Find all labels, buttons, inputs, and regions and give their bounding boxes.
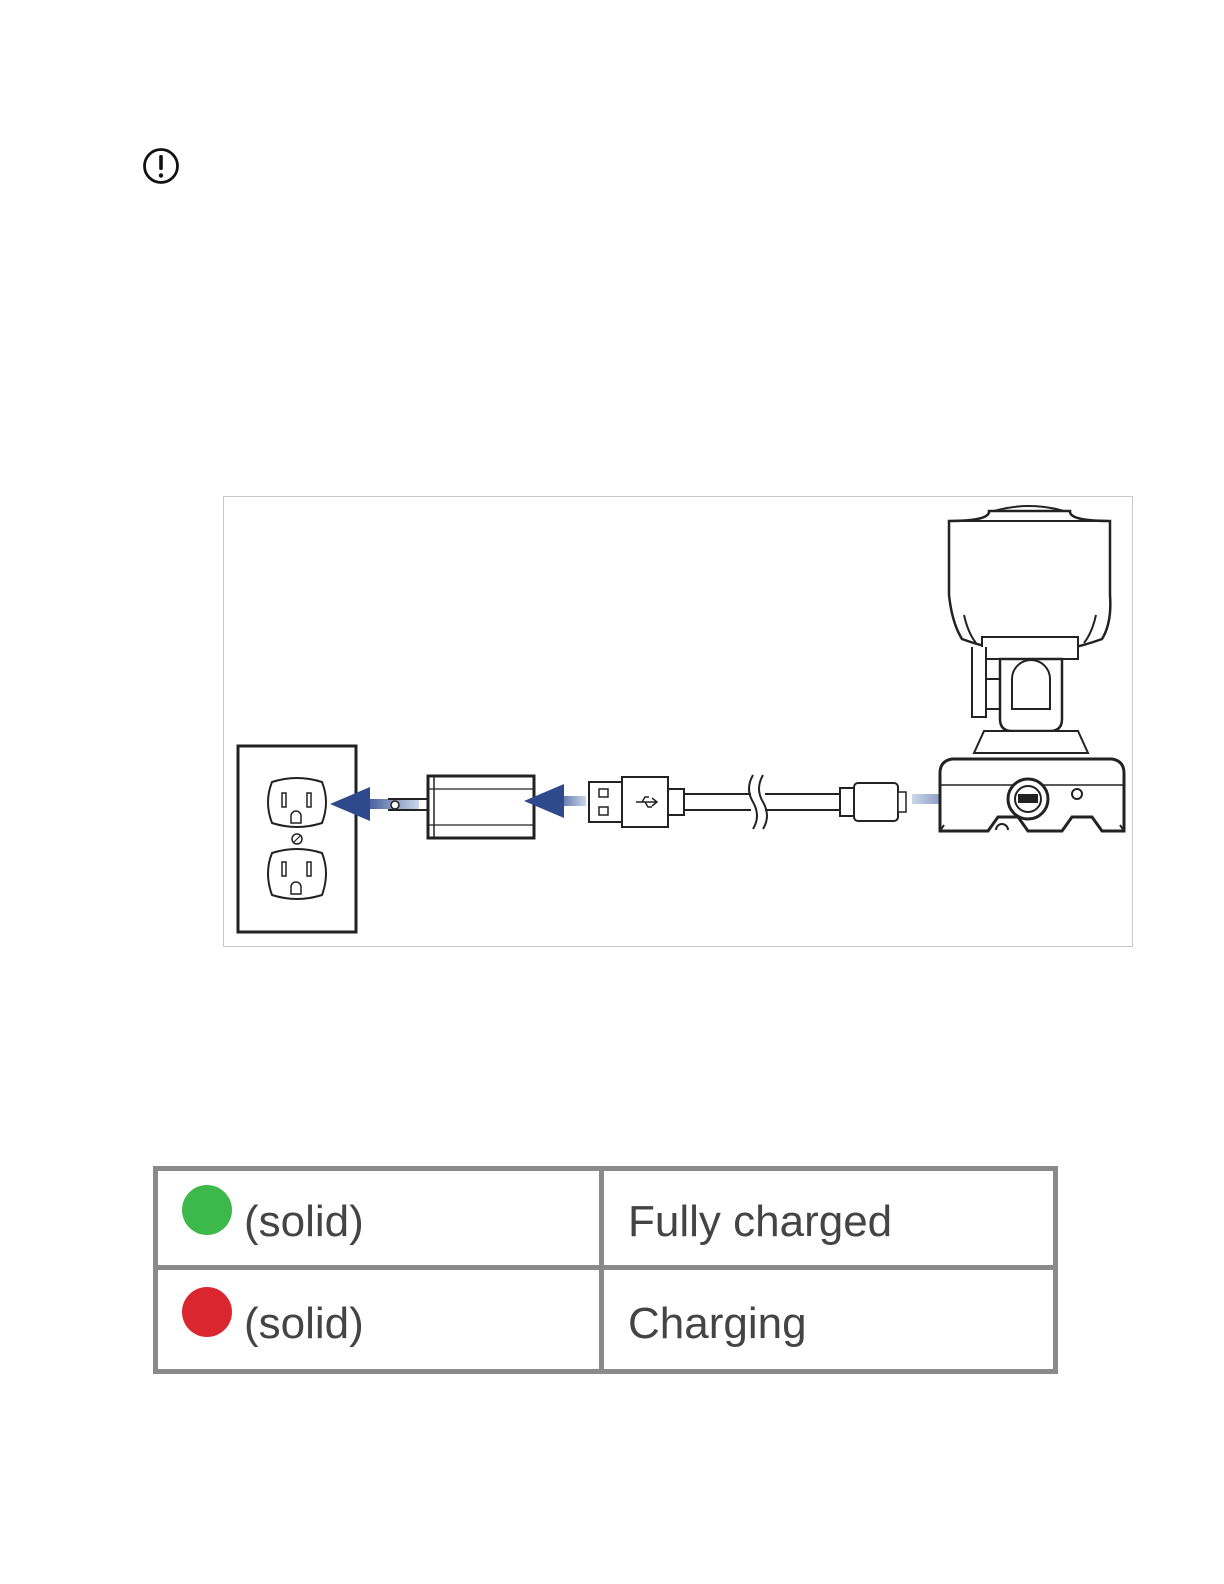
security-camera-icon (940, 506, 1124, 831)
green-led-icon (182, 1185, 232, 1235)
table-row-meaning-cell: Charging (604, 1270, 1053, 1369)
exclamation-circle-icon (142, 147, 180, 185)
wall-outlet-icon (238, 746, 356, 932)
usb-cable-icon (589, 775, 906, 829)
red-led-icon (182, 1287, 232, 1337)
led-state-label: (solid) (244, 1299, 364, 1349)
led-state-label: (solid) (244, 1197, 364, 1247)
table-row-led-cell: (solid) (158, 1171, 604, 1270)
table-row-meaning-cell: Fully charged (604, 1171, 1053, 1270)
table-row-led-cell: (solid) (158, 1270, 604, 1369)
charging-diagram (223, 496, 1133, 947)
led-meaning-label: Fully charged (628, 1197, 892, 1247)
led-meaning-label: Charging (628, 1299, 807, 1349)
led-status-table: (solid) Fully charged (solid) Charging (153, 1166, 1058, 1374)
